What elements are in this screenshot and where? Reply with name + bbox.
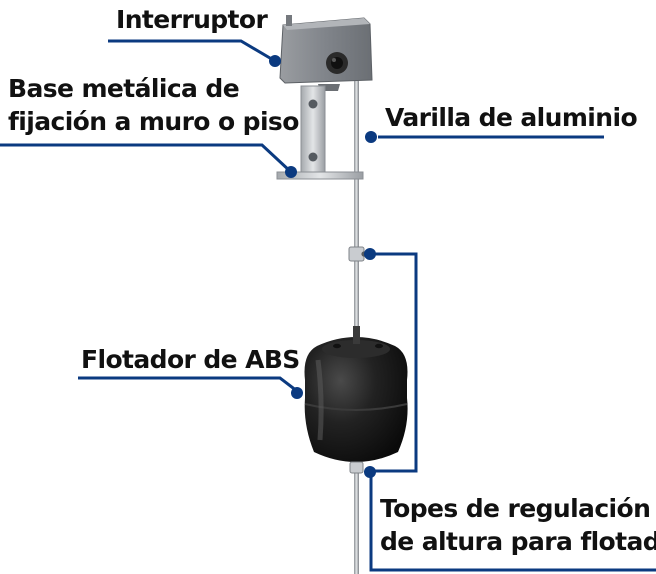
- label-rod: Varilla de aluminio: [385, 103, 638, 132]
- upper-stop: [348, 246, 367, 262]
- label-switch: Interruptor: [116, 5, 268, 34]
- abs-float: [304, 326, 408, 462]
- dot-float: [291, 387, 303, 399]
- dot-base: [285, 166, 297, 178]
- dot-stop-upper: [364, 248, 376, 260]
- label-float: Flotador de ABS: [81, 345, 300, 374]
- leader-float: [78, 376, 298, 393]
- dot-switch: [269, 55, 281, 67]
- leader-stops: [370, 252, 418, 473]
- label-stops-line2: de altura para flotador: [380, 527, 656, 556]
- leader-base: [0, 143, 293, 174]
- label-base-line2: fijación a muro o piso: [8, 107, 299, 136]
- dot-stop-lower: [364, 466, 376, 478]
- dot-rod: [365, 131, 377, 143]
- label-stops: Topes de regulación de altura para flota…: [380, 492, 656, 558]
- leader-switch: [108, 39, 276, 63]
- knob-icon: [326, 52, 348, 74]
- lower-stop: [349, 461, 364, 474]
- label-base-line1: Base metálica de: [8, 74, 240, 103]
- leader-lines: [0, 39, 656, 572]
- leader-stops-label: [369, 473, 656, 572]
- pressure-switch: [279, 15, 373, 91]
- leader-dots: [269, 55, 377, 478]
- mounting-bracket: [276, 85, 364, 180]
- label-base: Base metálica de fijación a muro o piso: [8, 72, 299, 138]
- label-stops-line1: Topes de regulación: [380, 494, 651, 523]
